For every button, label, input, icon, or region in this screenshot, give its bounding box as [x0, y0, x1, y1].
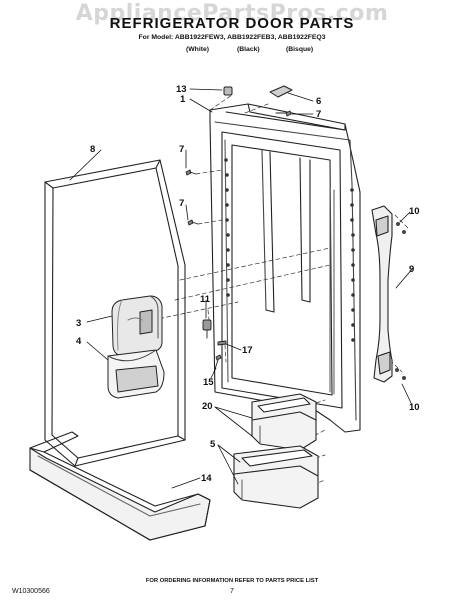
variant-black: (Black): [237, 46, 260, 53]
variant-bisque: (Bisque): [286, 46, 314, 53]
variant-white: (White): [186, 46, 210, 53]
document-code: W10300566: [12, 588, 50, 595]
callout-leaders: [69, 88, 414, 489]
door-bin-upper: [251, 393, 317, 451]
callout-7-lower: 7: [179, 198, 184, 209]
callout-4: 4: [76, 336, 82, 347]
callout-17: 17: [242, 345, 253, 356]
screws: [185, 110, 292, 373]
callout-8: 8: [90, 144, 95, 155]
callout-20: 20: [202, 401, 213, 412]
callout-7: 7: [316, 109, 321, 120]
door-plug: [223, 86, 233, 96]
door-handle: [371, 205, 393, 383]
model-list: For Model: ABB1922FEW3, ABB1922FEB3, ABB…: [138, 34, 326, 41]
callout-7-upper: 7: [179, 144, 184, 155]
callout-14: 14: [201, 473, 212, 484]
dairy-door: [111, 295, 163, 357]
door-frame: [209, 103, 361, 433]
door-shelf: [29, 431, 211, 541]
callout-5: 5: [210, 439, 216, 450]
handle-screws: [395, 222, 406, 380]
door-gasket: [44, 159, 186, 467]
callout-3: 3: [76, 318, 81, 329]
hinge-cover: [269, 85, 293, 98]
door-bin-lower: [233, 445, 319, 509]
callout-9: 9: [409, 264, 414, 275]
callout-10-lower: 10: [409, 402, 420, 413]
door-studs: [224, 158, 355, 342]
page-number: 7: [230, 588, 234, 595]
page-title: REFRIGERATOR DOOR PARTS: [109, 15, 355, 32]
watermark: AppliancePartsPros.com: [75, 1, 389, 26]
callout-numbers: 13 1 6 7 8 7 7 10 9 11 3 4 17 15 20 5 14…: [76, 84, 420, 484]
callout-1: 1: [180, 94, 186, 105]
callout-11: 11: [200, 294, 211, 305]
callout-6: 6: [316, 96, 321, 107]
ordering-note: FOR ORDERING INFORMATION REFER TO PARTS …: [145, 578, 319, 584]
dairy-bin: [107, 349, 165, 399]
callout-15: 15: [203, 377, 214, 388]
callout-10-upper: 10: [409, 206, 420, 217]
callout-13: 13: [176, 84, 187, 95]
